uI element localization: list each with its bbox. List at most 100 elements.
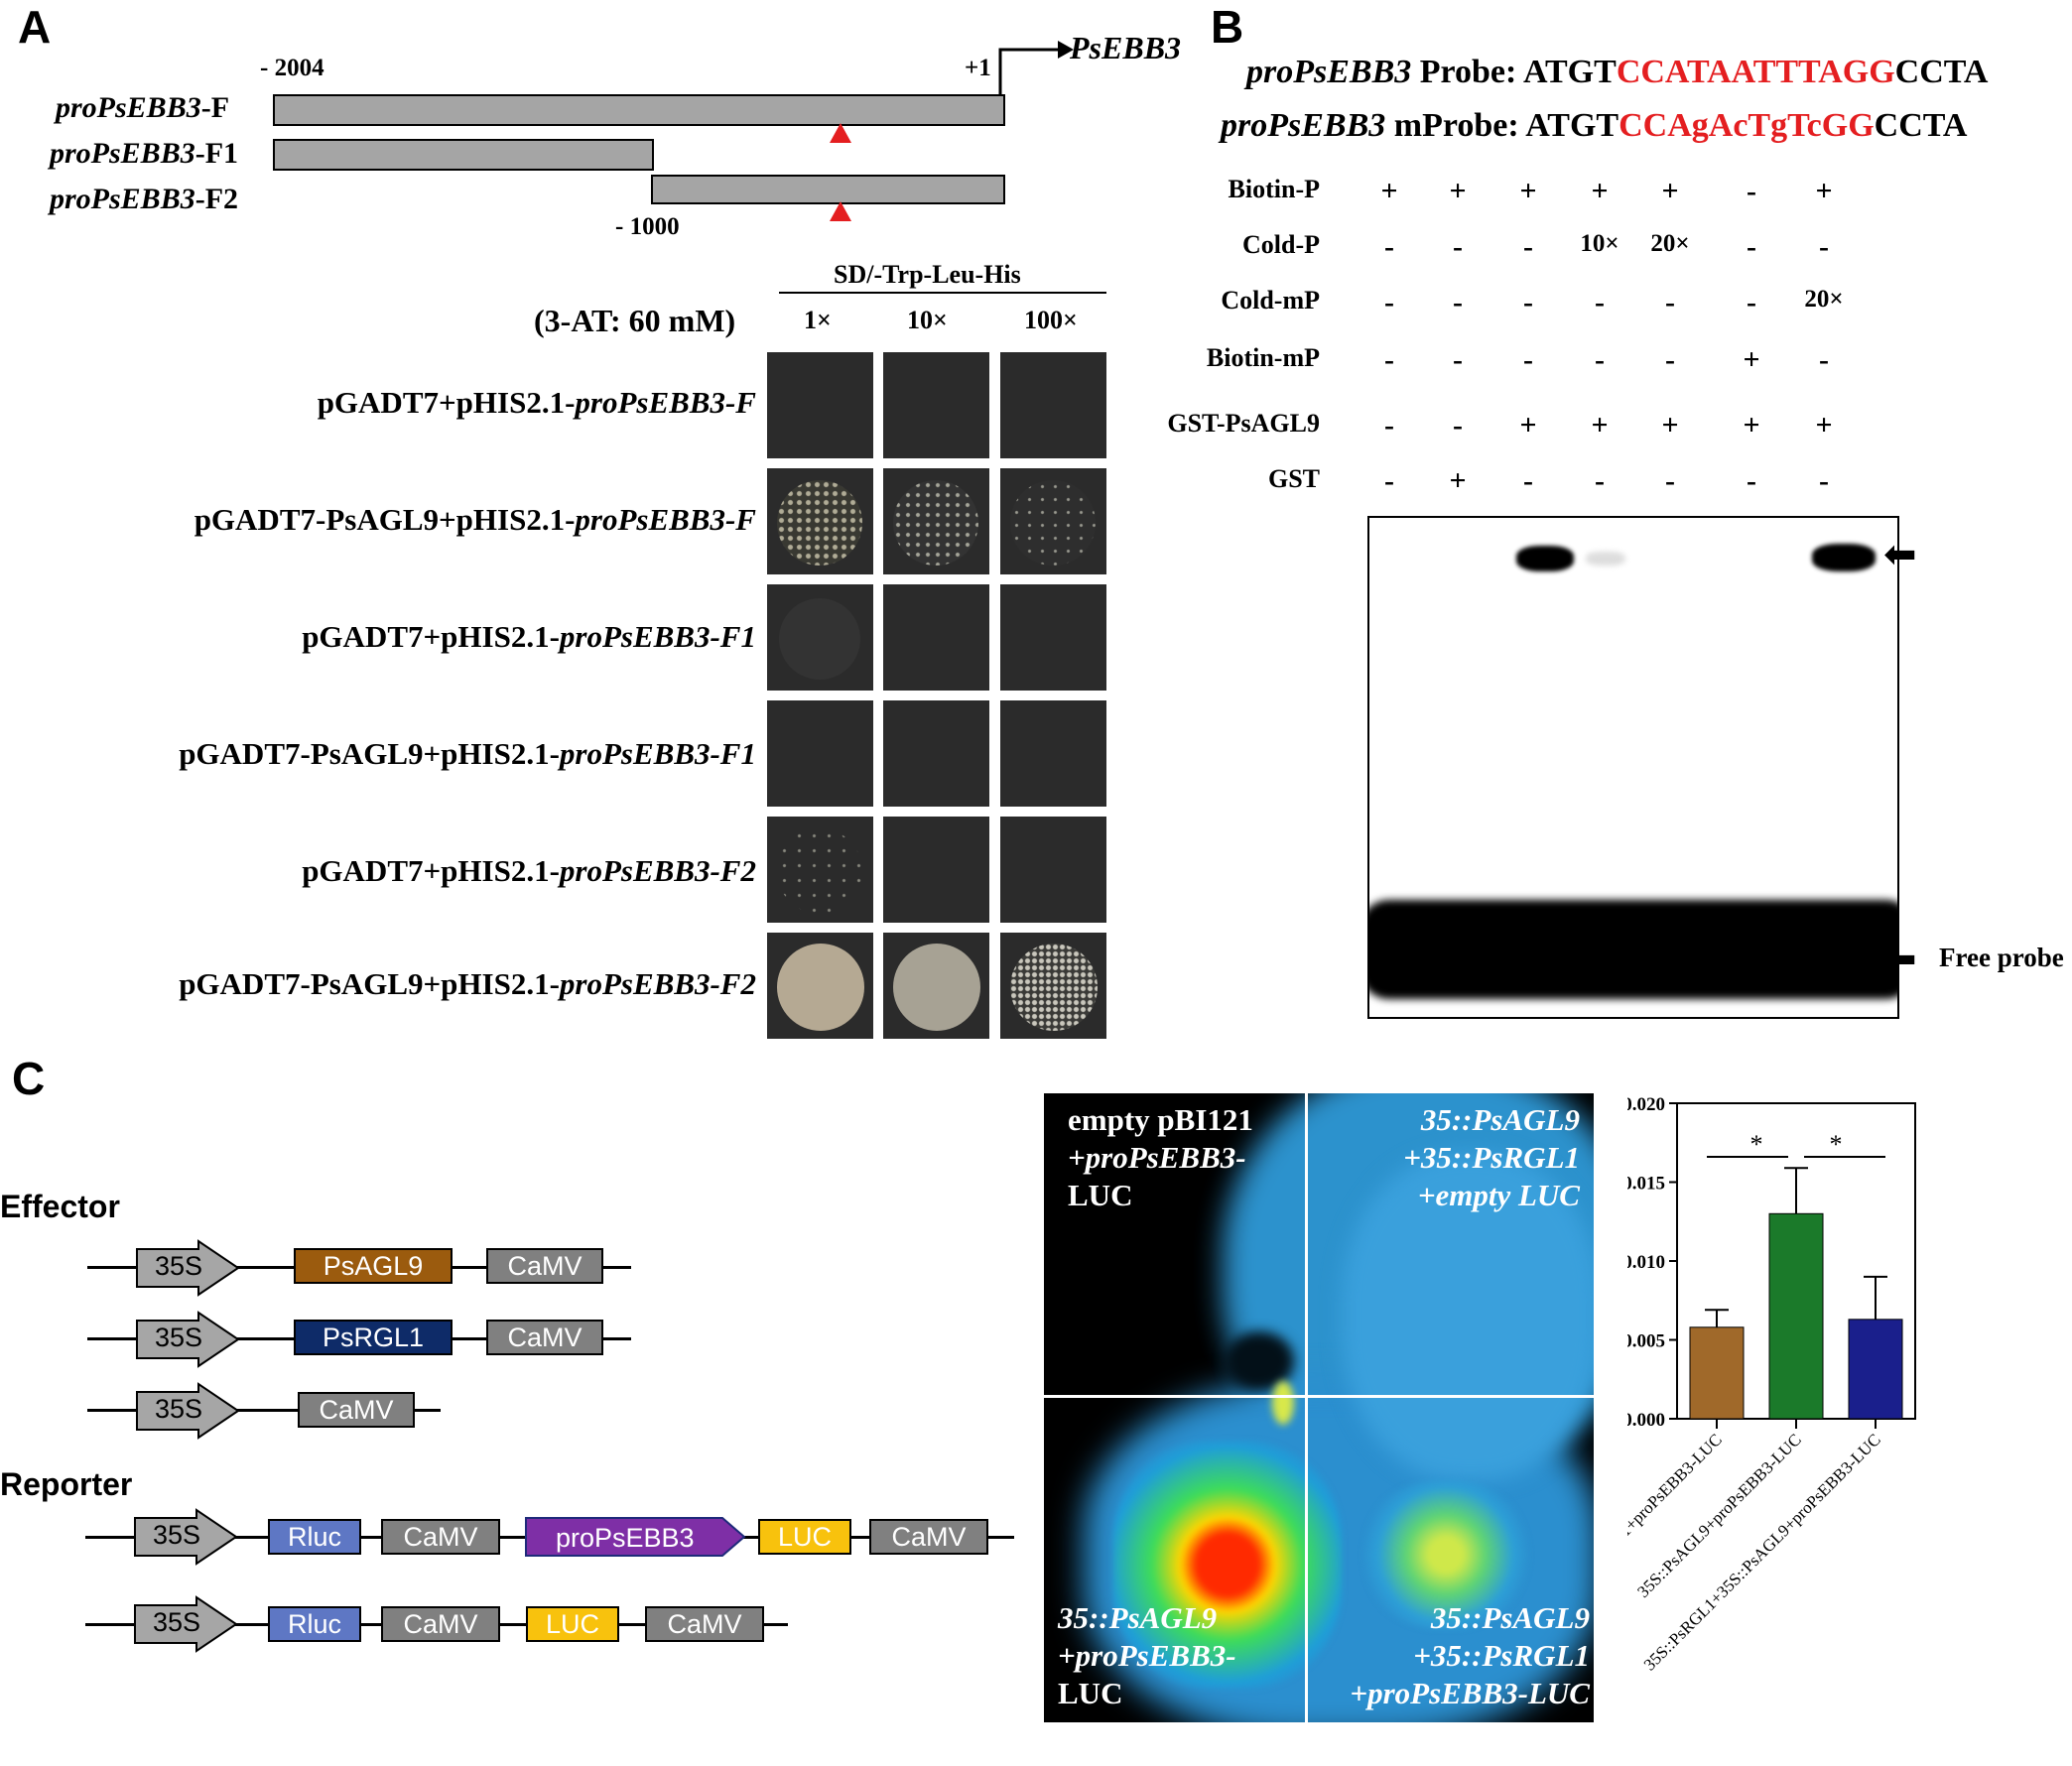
emsa-lane-value: - xyxy=(1384,464,1394,497)
emsa-lane-value: - xyxy=(1819,464,1829,497)
panel-letter-b: B xyxy=(1211,1,1244,53)
emsa-lane-value: - xyxy=(1384,286,1394,318)
y-tick-label: 0.020 xyxy=(1627,1094,1665,1115)
emsa-lane-value: + xyxy=(1519,409,1537,442)
emsa-lane-value: + xyxy=(1519,175,1537,207)
emsa-lane-value: - xyxy=(1384,230,1394,263)
three-at-label: (3-AT: 60 mM) xyxy=(534,303,736,338)
emsa-lane-value: 20× xyxy=(1804,286,1844,313)
y-tick-label: 0.005 xyxy=(1627,1331,1665,1352)
y1h-row-label: pGADT7+pHIS2.1-proPsEBB3-F1 xyxy=(302,619,756,654)
shifted-band-arrow: ⬅ xyxy=(1883,532,1917,577)
position-mid: - 1000 xyxy=(615,213,680,240)
emsa-lane-value: - xyxy=(1453,230,1463,263)
shifted-band xyxy=(1516,546,1574,571)
y-tick-label: 0.010 xyxy=(1627,1252,1665,1273)
emsa-condition-row: Cold-P---10×20×-- xyxy=(1141,230,2034,264)
promoter-35s-label: 35S xyxy=(153,1520,201,1550)
emsa-lane-value: - xyxy=(1384,409,1394,442)
reporter-title: Reporter xyxy=(0,1466,133,1502)
bar xyxy=(1768,1212,1824,1420)
emsa-lane-value: + xyxy=(1591,175,1609,207)
medium-label: SD/-Trp-Leu-His xyxy=(834,260,1021,289)
x-tick-label: 35S::PsAGL9+proPsEBB3-LUC xyxy=(1633,1430,1805,1601)
camv-terminator: CaMV xyxy=(486,1248,603,1284)
camv-terminator: CaMV xyxy=(869,1519,988,1555)
yeast-plate xyxy=(767,700,873,807)
emsa-lane-value: - xyxy=(1819,230,1829,263)
emsa-condition-row: GST-+----- xyxy=(1141,464,2034,498)
significance-marker: * xyxy=(1830,1130,1843,1159)
emsa-condition-label: Biotin-P xyxy=(1228,175,1320,203)
construct-label-f1: proPsEBB3-F1 xyxy=(50,137,239,170)
shifted-band xyxy=(1812,544,1876,571)
camv-terminator: CaMV xyxy=(645,1606,764,1642)
emsa-lane-value: + xyxy=(1815,409,1833,442)
camv-terminator: CaMV xyxy=(381,1519,500,1555)
psrgl1-box: PsRGL1 xyxy=(294,1320,453,1355)
y-tick-label: 0.015 xyxy=(1627,1174,1665,1195)
bar xyxy=(1689,1326,1745,1420)
quadrant-label-2: 35::PsAGL9+35::PsRGL1+empty LUC xyxy=(1403,1102,1580,1212)
promoter-35s xyxy=(134,1595,238,1653)
emsa-lane-value: - xyxy=(1747,175,1756,207)
y1h-row-label: pGADT7-PsAGL9+pHIS2.1-proPsEBB3-F xyxy=(194,502,756,537)
quadrant-label-4: 35::PsAGL9+35::PsRGL1+proPsEBB3-LUC xyxy=(1350,1600,1590,1710)
emsa-lane-value: - xyxy=(1595,464,1605,497)
free-probe-arrow: ⬅ xyxy=(1883,937,1917,982)
rluc-box: Rluc xyxy=(268,1519,361,1555)
propsebb3-label: proPsEBB3 xyxy=(556,1523,695,1553)
yeast-plate xyxy=(1000,817,1106,923)
promoter-35s xyxy=(136,1311,240,1368)
emsa-condition-label: GST xyxy=(1267,464,1320,493)
dilution-10x: 10× xyxy=(907,306,948,334)
emsa-lane-value: - xyxy=(1819,343,1829,376)
y-tick-label: 0.000 xyxy=(1627,1410,1665,1431)
y1h-row-label: pGADT7+pHIS2.1-proPsEBB3-F xyxy=(317,385,756,420)
luc-box: LUC xyxy=(758,1519,851,1555)
psagl9-box: PsAGL9 xyxy=(294,1248,453,1284)
emsa-condition-row: Biotin-mP-----+- xyxy=(1141,343,2034,377)
construct-bar-f xyxy=(273,94,1005,126)
emsa-lane-value: - xyxy=(1595,286,1605,318)
emsa-lane-value: + xyxy=(1591,409,1609,442)
quadrant-label-1: empty pBI121+proPsEBB3-LUC xyxy=(1068,1102,1253,1212)
yeast-plate xyxy=(883,468,989,574)
propsebb3-promoter xyxy=(525,1517,746,1557)
yeast-plate xyxy=(883,933,989,1039)
signal-strong xyxy=(1113,1441,1342,1689)
emsa-lane-value: 10× xyxy=(1580,230,1619,257)
y1h-row-label: pGADT7-PsAGL9+pHIS2.1-proPsEBB3-F1 xyxy=(179,736,756,771)
emsa-lane-value: + xyxy=(1380,175,1398,207)
emsa-condition-label: Cold-mP xyxy=(1221,286,1320,315)
binding-site-marker xyxy=(830,123,851,143)
yeast-plate xyxy=(1000,468,1106,574)
emsa-condition-row: Biotin-P+++++-+ xyxy=(1141,175,2034,208)
emsa-lane-value: + xyxy=(1743,343,1760,376)
probe-sequence: proPsEBB3 Probe: ATGTCCATAATTTAGGCCTA xyxy=(1246,54,1989,90)
free-probe-label: Free probe xyxy=(1939,943,2064,972)
emsa-lane-value: - xyxy=(1453,286,1463,318)
panel-letter-a: A xyxy=(18,1,52,53)
emsa-lane-value: + xyxy=(1661,175,1679,207)
construct-backbone xyxy=(87,1409,441,1412)
promoter-35s xyxy=(136,1239,240,1297)
camv-terminator: CaMV xyxy=(486,1320,603,1355)
emsa-lane-value: - xyxy=(1523,343,1533,376)
yeast-plate xyxy=(1000,352,1106,458)
emsa-lane-value: - xyxy=(1453,409,1463,442)
effector-title: Effector xyxy=(0,1189,120,1224)
construct-bar-f1 xyxy=(273,139,654,171)
emsa-lane-value: - xyxy=(1523,464,1533,497)
promoter-35s xyxy=(136,1382,240,1440)
quadrant-divider-v xyxy=(1305,1093,1308,1722)
emsa-condition-row: GST-PsAGL9--+++++ xyxy=(1141,409,2034,442)
emsa-lane-value: + xyxy=(1661,409,1679,442)
yeast-plate xyxy=(883,352,989,458)
emsa-lane-value: - xyxy=(1747,286,1756,318)
yeast-plate xyxy=(883,700,989,807)
emsa-lane-value: + xyxy=(1743,409,1760,442)
emsa-condition-row: Cold-mP------20× xyxy=(1141,286,2034,319)
yeast-plate xyxy=(883,584,989,691)
emsa-gel xyxy=(1367,516,1899,1019)
